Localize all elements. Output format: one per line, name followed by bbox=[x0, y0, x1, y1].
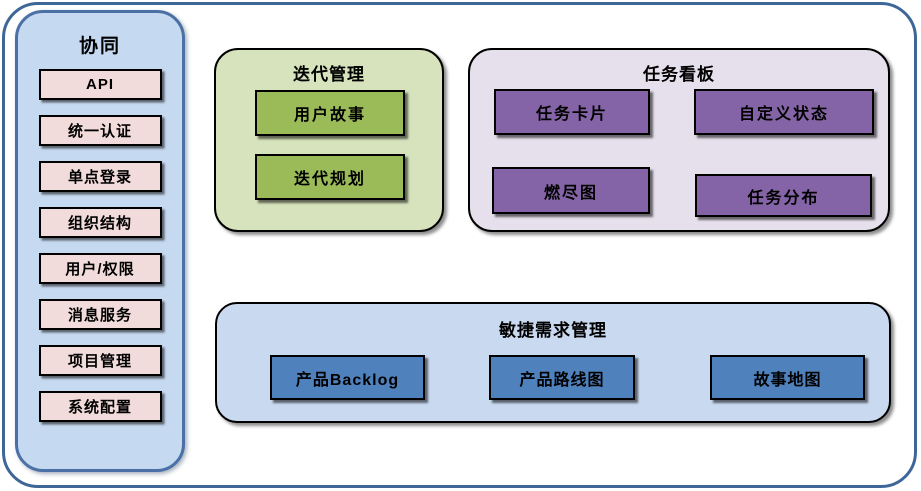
sidebar-item-api: API bbox=[38, 69, 162, 100]
sidebar-collaboration-panel: 协同 API 统一认证 单点登录 组织结构 用户/权限 消息服务 项目管理 系统… bbox=[15, 10, 185, 472]
feature-story-map: 故事地图 bbox=[710, 355, 865, 400]
sidebar-item-unified-auth: 统一认证 bbox=[38, 115, 162, 146]
sidebar-item-org-structure: 组织结构 bbox=[38, 207, 162, 238]
feature-task-distribution: 任务分布 bbox=[695, 174, 872, 217]
sidebar-item-message-service: 消息服务 bbox=[38, 299, 162, 330]
feature-product-roadmap: 产品路线图 bbox=[489, 355, 635, 400]
sidebar-item-project-mgmt: 项目管理 bbox=[38, 345, 162, 376]
sidebar-items: API 统一认证 单点登录 组织结构 用户/权限 消息服务 项目管理 系统配置 bbox=[38, 69, 162, 422]
feature-custom-status: 自定义状态 bbox=[694, 89, 874, 135]
agile-requirements-group: 敏捷需求管理 产品Backlog 产品路线图 故事地图 bbox=[215, 302, 891, 423]
sidebar-item-sso: 单点登录 bbox=[38, 161, 162, 192]
task-board-group-title: 任务看板 bbox=[643, 65, 715, 84]
iteration-management-group: 迭代管理 用户故事 迭代规划 bbox=[214, 48, 444, 232]
feature-product-backlog: 产品Backlog bbox=[270, 355, 425, 400]
feature-burndown-chart: 燃尽图 bbox=[492, 167, 650, 214]
sidebar-item-user-permission: 用户/权限 bbox=[38, 253, 162, 284]
sidebar-item-system-config: 系统配置 bbox=[38, 391, 162, 422]
feature-task-card: 任务卡片 bbox=[494, 89, 650, 135]
iteration-group-title: 迭代管理 bbox=[293, 65, 365, 84]
feature-iteration-planning: 迭代规划 bbox=[255, 154, 405, 200]
task-board-group: 任务看板 任务卡片 自定义状态 燃尽图 任务分布 bbox=[468, 48, 890, 232]
feature-user-story: 用户故事 bbox=[255, 90, 405, 136]
agile-group-title: 敏捷需求管理 bbox=[499, 321, 607, 340]
sidebar-title: 协同 bbox=[78, 36, 121, 57]
